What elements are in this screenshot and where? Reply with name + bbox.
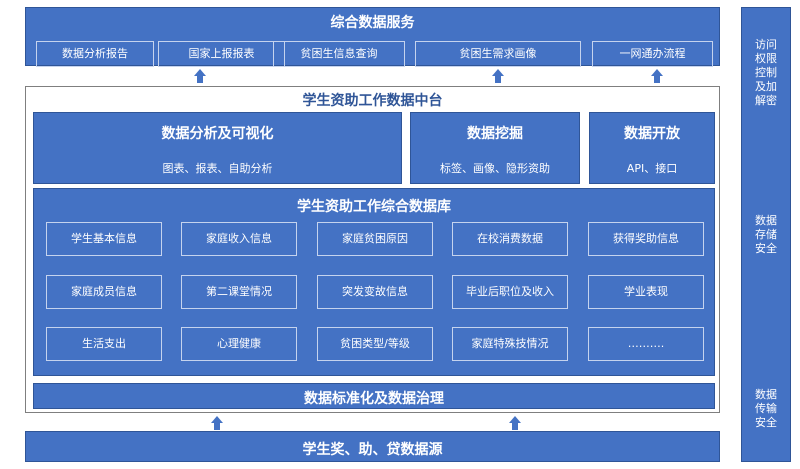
services-title: 综合数据服务: [330, 15, 415, 31]
open-panel: 数据开放 API、接口: [589, 112, 715, 184]
mining-panel: 数据挖掘 标签、画像、隐形资助: [410, 112, 580, 184]
db-cell: 家庭成员信息: [46, 275, 162, 309]
db-cell: 贫困类型/等级: [317, 327, 433, 361]
service-data-analysis-report: 数据分析报告: [36, 41, 154, 67]
db-cell: 生活支出: [46, 327, 162, 361]
service-poor-student-query: 贫困生信息查询: [273, 41, 405, 67]
open-title: 数据开放: [624, 126, 680, 142]
up-arrow-icon: [194, 69, 206, 83]
transmission-security-label: 数据 传输 安全: [755, 388, 777, 429]
db-cell: 在校消费数据: [452, 222, 568, 256]
data-governance-bar: 数据标准化及数据治理: [33, 383, 715, 409]
service-poor-student-portrait: 贫困生需求画像: [415, 41, 581, 67]
analysis-title: 数据分析及可视化: [161, 126, 274, 142]
governance-title: 数据标准化及数据治理: [304, 391, 444, 407]
storage-security-label: 数据 存储 安全: [755, 214, 777, 255]
db-cell: 学业表现: [588, 275, 704, 309]
db-cell: 学生基本信息: [46, 222, 162, 256]
db-cell: 家庭特殊技情况: [452, 327, 568, 361]
mining-subtitle: 标签、画像、隐形资助: [440, 162, 550, 175]
db-cell: 家庭收入信息: [181, 222, 297, 256]
middle-platform-title: 学生资助工作数据中台: [302, 93, 443, 109]
data-source-title: 学生奖、助、贷数据源: [302, 442, 443, 458]
mining-title: 数据挖掘: [467, 126, 523, 142]
db-cell: 心理健康: [181, 327, 297, 361]
service-national-report: 国家上报报表: [158, 41, 285, 67]
service-one-stop-process: 一网通办流程: [592, 41, 713, 67]
db-cell: 突发变故信息: [317, 275, 433, 309]
database-title: 学生资助工作综合数据库: [297, 199, 451, 215]
db-cell: 家庭贫困原因: [317, 222, 433, 256]
db-cell: ……….: [588, 327, 704, 361]
analysis-subtitle: 图表、报表、自助分析: [162, 162, 273, 175]
up-arrow-icon: [211, 416, 223, 430]
comprehensive-database: 学生资助工作综合数据库 学生基本信息 家庭收入信息 家庭贫困原因 在校消费数据 …: [33, 188, 715, 376]
db-cell: 毕业后职位及收入: [452, 275, 568, 309]
up-arrow-icon: [509, 416, 521, 430]
db-cell: 第二课堂情况: [181, 275, 297, 309]
security-column: 访问 权限 控制 及加 解密 数据 存储 安全 数据 传输 安全: [741, 7, 791, 462]
access-control-label: 访问 权限 控制 及加 解密: [755, 38, 777, 107]
data-source-bar: 学生奖、助、贷数据源: [25, 431, 720, 462]
integrated-data-services: 综合数据服务 数据分析报告 国家上报报表 贫困生信息查询 贫困生需求画像 一网通…: [25, 7, 720, 67]
up-arrow-icon: [651, 69, 663, 83]
db-cell: 获得奖助信息: [588, 222, 704, 256]
analysis-panel: 数据分析及可视化 图表、报表、自助分析: [33, 112, 402, 184]
open-subtitle: API、接口: [626, 162, 678, 175]
up-arrow-icon: [492, 69, 504, 83]
